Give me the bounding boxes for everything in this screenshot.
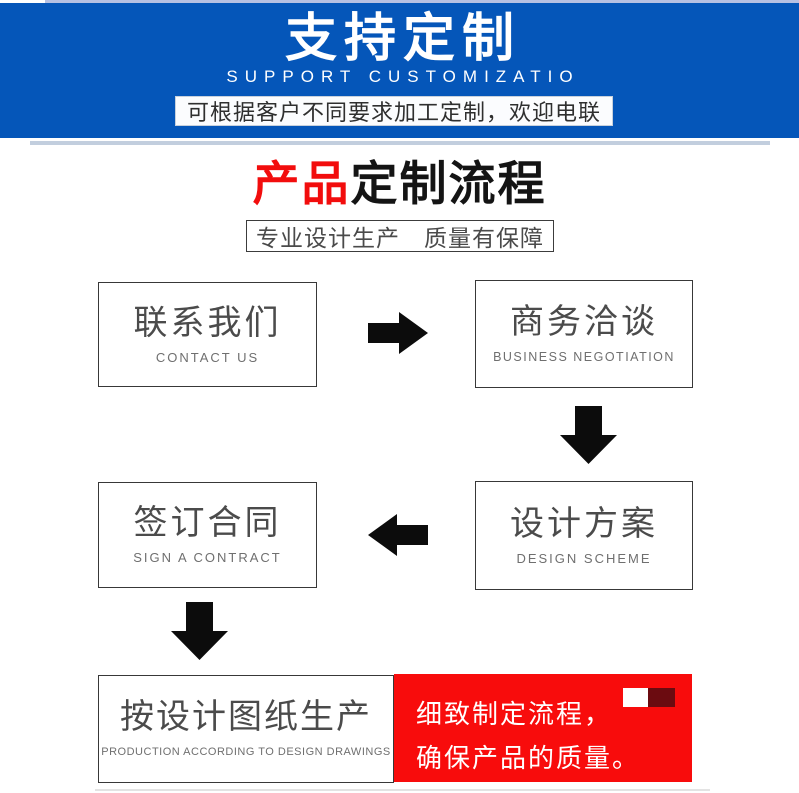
step-label-en: DESIGN SCHEME — [516, 550, 652, 566]
banner-title: 支持定制 — [284, 10, 521, 68]
flow-step-design-scheme: 设计方案 DESIGN SCHEME — [475, 481, 693, 590]
step-label-en: CONTACT US — [155, 349, 260, 365]
step-label-en: SIGN A CONTRACT — [133, 550, 282, 565]
banner-subtitle: SUPPORT CUSTOMIZATIO — [226, 67, 580, 86]
step-label-zh: 签订合同 — [133, 504, 282, 542]
flow-step-contact-us: 联系我们 CONTACT US — [98, 282, 317, 387]
section-title-red: 产品 — [252, 157, 351, 210]
quality-note-text: 细致制定流程， 确保产品的质量。 — [416, 692, 640, 780]
deco-square-dark — [648, 688, 675, 707]
arrow-right-icon — [368, 312, 428, 354]
deco-square-white — [623, 688, 648, 707]
tagline-box: 专业设计生产 质量有保障 — [246, 220, 554, 252]
quality-note-line2: 确保产品的质量。 — [416, 743, 641, 773]
step-label-zh: 联系我们 — [133, 303, 282, 342]
support-custom-banner: 支持定制 SUPPORT CUSTOMIZATIO 可根据客户不同要求加工定制，… — [0, 0, 799, 145]
flow-step-business-negotiation: 商务洽谈 BUSINESS NEGOTIATION — [475, 280, 693, 388]
quality-note-box: 细致制定流程， 确保产品的质量。 — [394, 674, 692, 782]
bottom-divider — [95, 789, 710, 791]
banner-shadow — [30, 141, 770, 145]
banner-note-box: 可根据客户不同要求加工定制，欢迎电联 — [175, 96, 613, 126]
arrow-down-icon — [171, 602, 228, 660]
quality-note-line1: 细致制定流程， — [416, 699, 613, 729]
flow-step-production: 按设计图纸生产 PRODUCTION ACCORDING TO DESIGN D… — [98, 675, 394, 783]
section-title: 产品定制流程 — [0, 158, 799, 210]
step-label-en: PRODUCTION ACCORDING TO DESIGN DRAWINGS — [101, 746, 391, 758]
section-title-black: 定制流程 — [350, 157, 547, 210]
step-label-zh: 商务洽谈 — [510, 303, 658, 341]
arrow-down-icon — [560, 406, 617, 464]
flow-step-sign-contract: 签订合同 SIGN A CONTRACT — [98, 482, 317, 588]
step-label-zh: 按设计图纸生产 — [120, 698, 372, 736]
step-label-zh: 设计方案 — [510, 504, 658, 543]
step-label-en: BUSINESS NEGOTIATION — [493, 350, 675, 364]
arrow-left-icon — [368, 514, 428, 556]
banner-top-edge — [45, 0, 799, 3]
